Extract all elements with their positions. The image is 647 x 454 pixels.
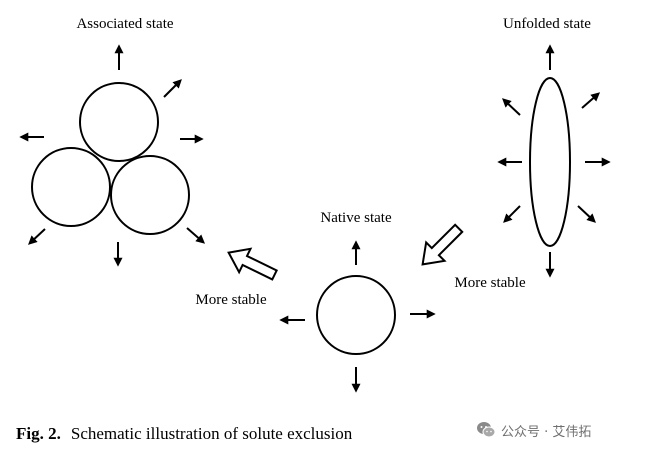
unfolded-arrow-upright xyxy=(581,92,601,109)
figure-number: Fig. 2. xyxy=(16,424,61,443)
figure-caption-text: Schematic illustration of solute exclusi… xyxy=(71,424,353,443)
associated-exclusion-arrows xyxy=(19,44,206,267)
watermark: 公众号 · 艾伟拓 xyxy=(476,419,591,441)
assoc-arrow-downright xyxy=(186,227,206,244)
unfolded-state-label: Unfolded state xyxy=(503,16,591,32)
more-stable-right-arrow xyxy=(421,223,464,266)
associated-state-molecules xyxy=(31,82,190,235)
associated-molecule-left xyxy=(31,147,111,227)
native-exclusion-arrows xyxy=(279,240,436,393)
assoc-arrow-downleft xyxy=(28,228,46,245)
unfolded-molecule xyxy=(529,77,571,247)
unfolded-arrow-upleft xyxy=(502,98,521,116)
associated-molecule-right xyxy=(110,155,190,235)
figure-caption: Fig. 2. Schematic illustration of solute… xyxy=(16,424,353,443)
unfolded-arrow-downright xyxy=(577,205,596,223)
unfolded-arrow-downleft xyxy=(503,205,521,223)
associated-state-label: Associated state xyxy=(76,16,173,32)
unfolded-exclusion-arrows xyxy=(497,44,611,278)
assoc-arrow-upright xyxy=(163,79,182,98)
more-stable-right-label: More stable xyxy=(454,275,526,291)
more-stable-left-label: More stable xyxy=(195,292,267,308)
associated-molecule-top xyxy=(79,82,159,162)
wechat-icon xyxy=(477,422,496,438)
more-stable-left-arrow xyxy=(227,247,278,281)
native-molecule xyxy=(316,275,396,355)
watermark-text: 公众号 · 艾伟拓 xyxy=(501,424,592,440)
native-state-label: Native state xyxy=(320,210,392,226)
